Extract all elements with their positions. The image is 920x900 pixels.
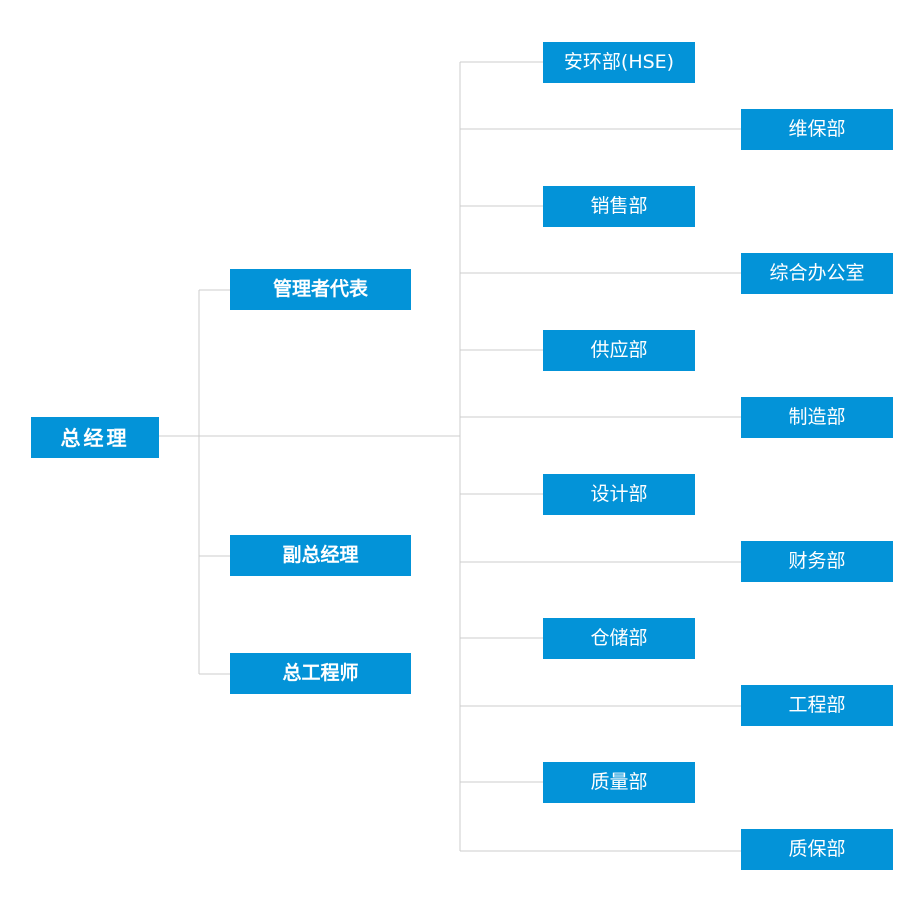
node-dept-sales: 销售部	[543, 186, 695, 227]
node-dept-supply: 供应部	[543, 330, 695, 371]
node-dept-warehouse: 仓储部	[543, 618, 695, 659]
node-management-representative: 管理者代表	[230, 269, 411, 310]
node-dept-hse: 安环部(HSE)	[543, 42, 695, 83]
node-deputy-general-manager: 副总经理	[230, 535, 411, 576]
node-dept-engineering: 工程部	[741, 685, 893, 726]
node-dept-maintenance: 维保部	[741, 109, 893, 150]
node-dept-general-office: 综合办公室	[741, 253, 893, 294]
node-dept-finance: 财务部	[741, 541, 893, 582]
node-dept-manufacturing: 制造部	[741, 397, 893, 438]
node-dept-quality: 质量部	[543, 762, 695, 803]
node-chief-engineer: 总工程师	[230, 653, 411, 694]
node-dept-quality-assurance: 质保部	[741, 829, 893, 870]
node-dept-design: 设计部	[543, 474, 695, 515]
node-general-manager: 总经理	[31, 417, 159, 458]
